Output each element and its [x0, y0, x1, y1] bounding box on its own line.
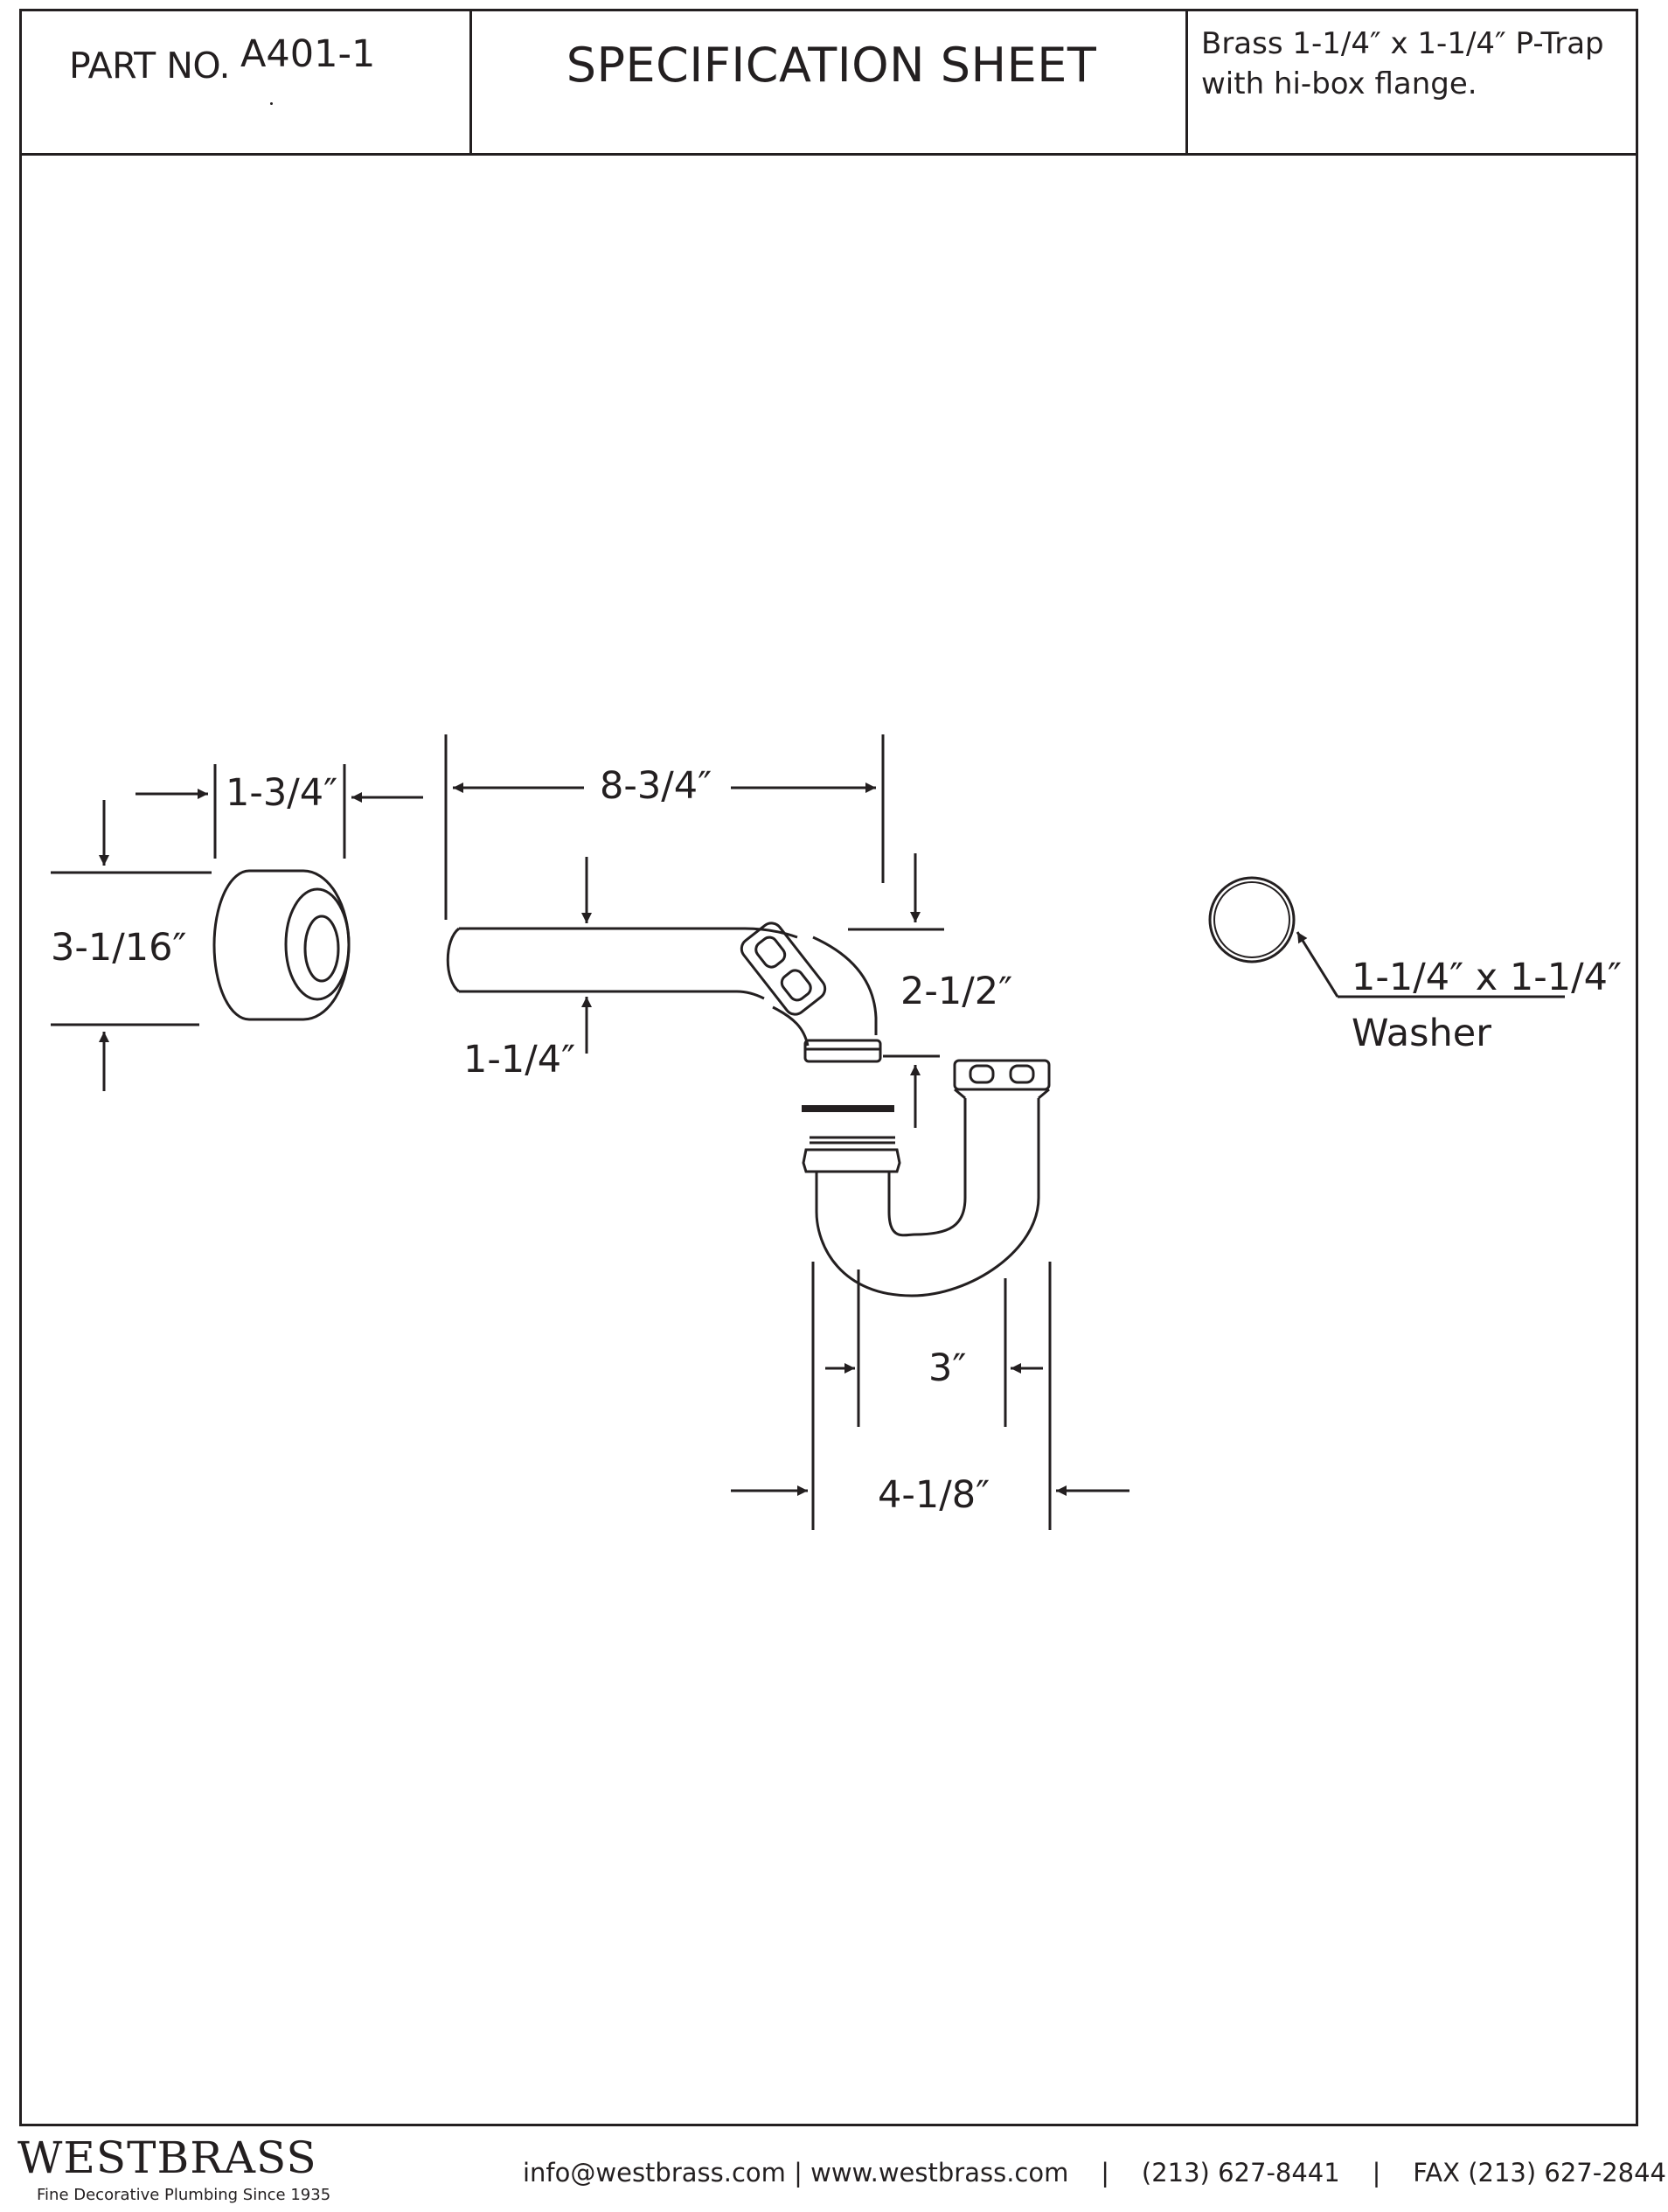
flange-drawing	[212, 869, 351, 1021]
flange-height-label: 3-1/16″	[51, 926, 187, 970]
p-trap-drawing	[802, 1059, 1051, 1297]
brand-logo: WESTBRASS	[17, 2132, 317, 2183]
header-column-divider	[469, 11, 472, 154]
washer-size-label: 1-1/4″ x 1-1/4″	[1352, 956, 1622, 999]
tailpiece-arm-drawing	[446, 922, 882, 1063]
washer-label: Washer	[1352, 1012, 1491, 1055]
washer-leader-line	[1296, 931, 1565, 998]
part-number-label: PART NO.	[69, 45, 231, 87]
mark-dot	[270, 102, 273, 105]
contact-line: info@westbrass.com | www.westbrass.com |…	[523, 2158, 1667, 2188]
spec-sheet-frame: PART NO. A401-1 SPECIFICATION SHEET Bras…	[19, 9, 1638, 2126]
flange-dimension-lines	[51, 764, 423, 1091]
website-link[interactable]: www.westbrass.com	[810, 2158, 1069, 2188]
email-link[interactable]: info@westbrass.com	[523, 2158, 786, 2188]
trap-dimension-lines	[731, 1262, 1129, 1530]
drop-dimension-label: 2-1/2″	[900, 970, 1012, 1013]
trap-inner-width-label: 3″	[928, 1346, 966, 1390]
washer-drawing	[1208, 876, 1296, 963]
arm-length-label: 8-3/4″	[600, 764, 712, 808]
phone-number: (213) 627-8441	[1141, 2158, 1340, 2188]
page-title: SPECIFICATION SHEET	[566, 38, 1097, 93]
flange-depth-label: 1-3/4″	[226, 771, 337, 815]
trap-outer-width-label: 4-1/8″	[878, 1473, 990, 1517]
arm-dimension-lines	[444, 734, 944, 1128]
header-divider	[22, 153, 1636, 156]
arm-diameter-label: 1-1/4″	[463, 1038, 575, 1082]
fax-number: FAX (213) 627-2844	[1413, 2158, 1667, 2188]
brand-tagline: Fine Decorative Plumbing Since 1935	[37, 2186, 331, 2204]
header-column-divider	[1185, 11, 1188, 154]
slip-gasket	[802, 1105, 894, 1112]
product-description: Brass 1-1/4″ x 1-1/4″ P-Trap with hi-box…	[1201, 26, 1604, 101]
part-number-value: A401-1	[240, 32, 376, 76]
